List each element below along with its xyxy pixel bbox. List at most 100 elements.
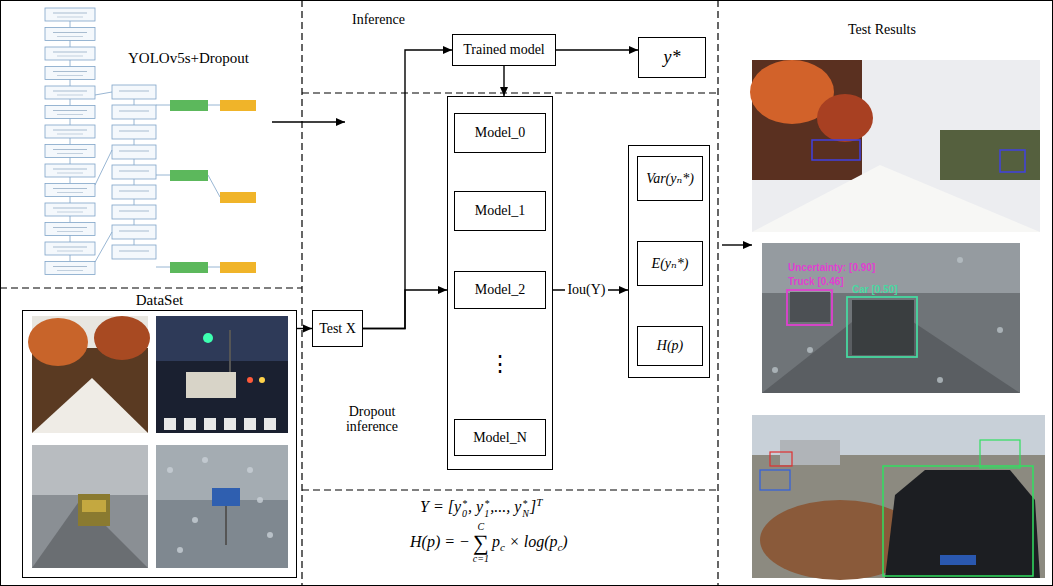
formula-text: C — [478, 522, 485, 532]
network-block-text — [57, 173, 83, 174]
photo-detail — [752, 165, 1040, 232]
photo-detail — [204, 418, 216, 430]
network-block-text — [119, 231, 149, 232]
network-block-text — [119, 151, 149, 152]
network-block — [45, 106, 95, 119]
formula-text: * — [462, 499, 467, 509]
network-block — [45, 184, 95, 197]
network-link — [95, 92, 112, 95]
network-block-text — [57, 212, 83, 213]
photo-detail — [202, 457, 208, 463]
connector — [556, 49, 638, 50]
formula-text: 0 — [462, 509, 467, 519]
network-block — [45, 28, 95, 41]
network-link — [134, 139, 135, 145]
network-block — [45, 125, 95, 138]
network-block — [45, 86, 95, 99]
dataset-photo — [156, 316, 288, 433]
photo-detail — [167, 467, 173, 473]
network-link — [70, 80, 71, 87]
region-divider — [717, 0, 718, 586]
network-link — [70, 177, 71, 184]
photo-detail — [790, 292, 830, 322]
dataset-photo — [156, 445, 288, 568]
metric-box: Var(yₙ*) — [637, 156, 703, 201]
model-box: Model_0 — [454, 113, 546, 153]
network-link — [70, 119, 71, 126]
formula-text: c=1 — [473, 554, 489, 564]
flow-arrow — [272, 121, 345, 122]
formula-text: Y = [y — [420, 498, 461, 515]
photo-detail — [247, 377, 253, 383]
photo-detail — [772, 367, 778, 373]
network-block-text — [119, 211, 149, 212]
network-block — [112, 145, 156, 159]
network-block-text — [53, 149, 87, 150]
network-link — [95, 150, 112, 185]
network-block-text — [53, 52, 87, 53]
node-text: Model_1 — [475, 203, 526, 218]
photo-detail — [78, 494, 110, 526]
network-block-text — [119, 251, 149, 252]
formula-text: , y — [468, 498, 483, 515]
network-block-text — [53, 188, 87, 189]
network-link — [156, 267, 170, 268]
network-block-text — [53, 208, 87, 209]
detection-label: Uncertainty: [0.90] — [788, 262, 875, 273]
detection-label: Truck [0.46] — [788, 276, 844, 287]
formula-text: * — [522, 499, 529, 509]
network-block-text — [53, 13, 87, 14]
bounding-box — [770, 452, 792, 466]
photo-detail — [257, 497, 263, 503]
network-link — [134, 219, 135, 225]
formula-text: * — [484, 499, 489, 509]
photo-detail — [94, 316, 150, 360]
output-block — [220, 192, 256, 203]
network-link — [134, 179, 135, 185]
region-divider — [302, 489, 718, 490]
network-block-text — [57, 114, 83, 115]
network-block — [112, 205, 156, 219]
photo-detail — [247, 467, 253, 473]
network-block — [112, 165, 156, 179]
photo-detail — [852, 300, 914, 355]
network-link — [134, 99, 135, 105]
metric-box: H(p) — [637, 326, 703, 366]
connector — [363, 50, 452, 329]
connector — [503, 66, 504, 96]
node-text: DataSet — [23, 292, 296, 309]
network-block — [112, 125, 156, 139]
dataset-box: DataSet — [22, 310, 297, 578]
network-link — [70, 216, 71, 223]
network-link — [70, 197, 71, 204]
photo-detail — [244, 418, 256, 430]
network-block — [45, 67, 95, 80]
formula-text: N — [522, 509, 529, 519]
network-link — [208, 267, 220, 268]
network-block — [45, 203, 95, 216]
photo-detail — [267, 532, 273, 538]
formula-text: ∑ — [473, 532, 489, 554]
region-title: Dropout inference — [336, 404, 408, 435]
connector — [297, 328, 312, 329]
network-block — [45, 145, 95, 158]
photo-detail — [164, 418, 176, 430]
script-stack: *N — [522, 499, 529, 519]
network-block — [45, 164, 95, 177]
output-box: y* — [638, 37, 706, 78]
network-block-text — [119, 171, 149, 172]
photo-detail — [937, 377, 943, 383]
network-block-text — [119, 131, 149, 132]
sum-operator: C∑c=1 — [473, 522, 489, 564]
network-block-text — [57, 153, 83, 154]
dataset-photo — [32, 445, 148, 568]
node-text: E(yₙ*) — [652, 256, 689, 271]
node-text: y* — [664, 48, 681, 68]
formula-text: 1 — [484, 509, 489, 519]
photo-detail — [32, 378, 148, 433]
photo-detail — [264, 418, 276, 430]
photo-detail — [817, 94, 873, 142]
node-text: Model_2 — [475, 282, 526, 297]
metric-box: E(yₙ*) — [637, 241, 703, 286]
